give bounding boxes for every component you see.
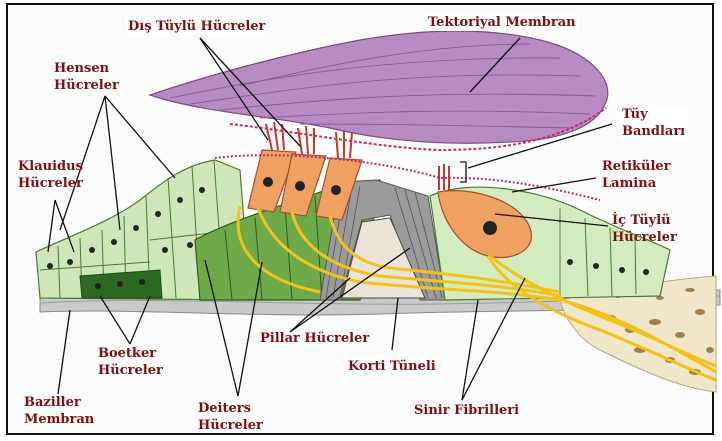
outer-hair-cells	[248, 150, 362, 220]
label-pillar-hucreler: Pillar Hücreler	[258, 330, 371, 347]
label-tuy-bandlari: Tüy Bandları	[620, 106, 687, 140]
tectorial-membrane	[150, 31, 608, 143]
label-baziller-membran: Baziller Membran	[22, 394, 96, 428]
label-tektoriyal-membran: Tektoriyal Membran	[426, 14, 578, 31]
label-dis-tuylu-hucreler: Dış Tüylü Hücreler	[126, 18, 267, 35]
label-sinir-fibrilleri: Sinir Fibrilleri	[412, 402, 521, 419]
label-boetker-hucreler: Boetker Hücreler	[96, 345, 165, 379]
label-klauidus-hucreler: Klauidus Hücreler	[16, 158, 85, 192]
label-retikuler-lamina: Retiküler Lamina	[600, 158, 673, 192]
inner-hair-cell-nucleus	[483, 221, 497, 235]
label-korti-tuneli: Korti Tüneli	[346, 358, 438, 375]
label-ic-tuylu-hucreler: İç Tüylü Hücreler	[610, 212, 679, 246]
label-hensen-hucreler: Hensen Hücreler	[52, 60, 121, 94]
label-deiters-hucreler: Deiters Hücreler	[196, 400, 265, 434]
inner-stereocilia	[439, 164, 449, 190]
